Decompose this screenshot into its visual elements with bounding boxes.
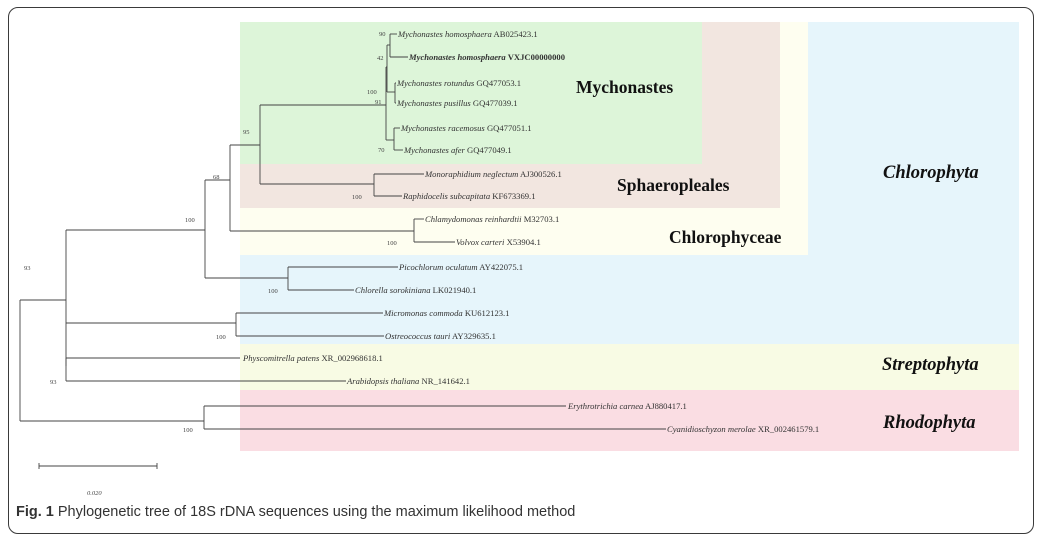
taxon-label: Physcomitrella patens XR_002968618.1 [242, 353, 383, 363]
taxon-label: Ostreococcus tauri AY329635.1 [385, 331, 496, 341]
bootstrap-value: 100 [268, 288, 278, 295]
taxon-label: Chlamydomonas reinhardtii M32703.1 [425, 214, 559, 224]
taxon-label: Raphidocelis subcapitata KF673369.1 [402, 191, 536, 201]
taxon-label: Cyanidioschyzon merolae XR_002461579.1 [667, 424, 819, 434]
mychonastes-box [240, 22, 702, 164]
clade-label-rhodophyta: Rhodophyta [882, 413, 976, 433]
scale-bar-label: 0.020 [87, 490, 102, 497]
bootstrap-value: 93 [24, 265, 31, 272]
scale-bar-line [38, 463, 158, 469]
bootstrap-value: 91 [375, 99, 382, 106]
bootstrap-value: 100 [216, 334, 226, 341]
taxon-label: Mychonastes racemosus GQ477051.1 [400, 123, 532, 133]
caption-text: Phylogenetic tree of 18S rDNA sequences … [57, 504, 576, 520]
clade-label-chlorophyta: Chlorophyta [883, 163, 979, 183]
bootstrap-value: 95 [243, 129, 250, 136]
caption-label: Fig. 1 [16, 504, 54, 520]
bootstrap-value: 100 [352, 194, 362, 201]
taxon-label: Mychonastes afer GQ477049.1 [403, 145, 512, 155]
bootstrap-value: 68 [213, 174, 220, 181]
taxon-label: Mychonastes homosphaera AB025423.1 [397, 29, 538, 39]
taxon-label: Chlorella sorokiniana LK021940.1 [355, 285, 476, 295]
taxon-label: Erythrotrichia carnea AJ880417.1 [567, 401, 687, 411]
taxon-label: Volvox carteri X53904.1 [456, 237, 541, 247]
bootstrap-value: 90 [379, 31, 386, 38]
scale-bar: 0.020 [38, 463, 158, 497]
bootstrap-value: 100 [367, 89, 377, 96]
taxon-label: Mychonastes rotundus GQ477053.1 [396, 78, 521, 88]
taxon-label: Picochlorum oculatum AY422075.1 [398, 262, 523, 272]
bootstrap-value: 93 [50, 379, 57, 386]
tree-branches [19, 33, 666, 430]
bootstrap-value: 100 [183, 427, 193, 434]
taxon-label: Micromonas commoda KU612123.1 [383, 308, 509, 318]
bootstrap-value: 42 [377, 55, 384, 62]
clade-label-streptophyta: Streptophyta [882, 355, 979, 375]
streptophyta-box [240, 344, 1019, 390]
taxon-label: Arabidopsis thaliana NR_141642.1 [346, 376, 470, 386]
clade-label-chlorophyceae: Chlorophyceae [669, 227, 782, 247]
chlorophyta-box [808, 22, 1019, 344]
clade-label-mychonastes: Mychonastes [576, 77, 673, 97]
taxon-label: Mychonastes pusillus GQ477039.1 [396, 98, 518, 108]
clade-label-sphaeropleales: Sphaeropleales [617, 175, 730, 195]
bootstrap-value: 100 [387, 240, 397, 247]
bootstrap-value: 100 [185, 217, 195, 224]
taxon-label-highlighted: Mychonastes homosphaera VXJC00000000 [408, 52, 565, 62]
rhodophyta-box [240, 390, 1019, 451]
bootstrap-value: 70 [378, 147, 385, 154]
taxon-label: Monoraphidium neglectum AJ300526.1 [424, 169, 562, 179]
